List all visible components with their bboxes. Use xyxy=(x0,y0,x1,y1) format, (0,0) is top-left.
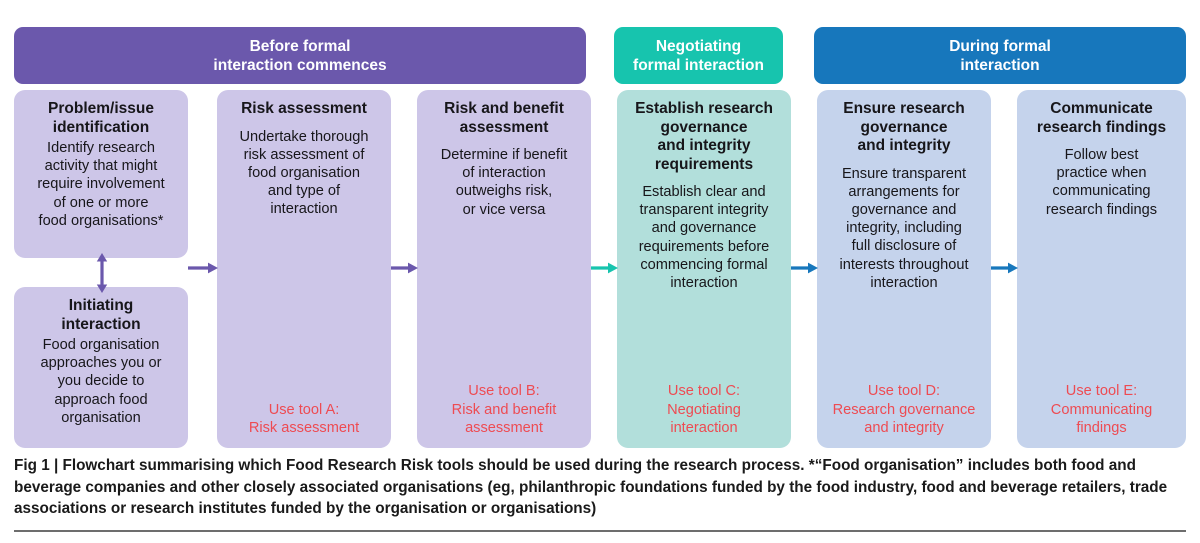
phase-before-formal-interaction-commences: Before formal interaction commences xyxy=(14,27,586,84)
arrow-ensure-to-communicate-icon xyxy=(991,260,1018,276)
phase-label: Before formal interaction commences xyxy=(213,37,387,74)
card-body: Food organisation approaches you or you … xyxy=(40,337,162,426)
phase-label: Negotiating formal interaction xyxy=(633,37,764,74)
card-risk-and-benefit-assessment[interactable]: Risk and benefit assessment Determine if… xyxy=(417,90,591,448)
arrow-establish-to-ensure-icon xyxy=(791,260,818,276)
card-body: Follow best practice when communicating … xyxy=(1045,147,1158,218)
card-establish-research-governance-and-integrity-requirements[interactable]: Establish research governance and integr… xyxy=(617,90,791,448)
arrow-risk-assessment-to-risk-and-benefit-icon xyxy=(391,260,418,276)
caption-bottom-rule xyxy=(14,530,1186,532)
figure-caption: Fig 1 | Flowchart summarising which Food… xyxy=(14,457,1168,517)
card-communicate-research-findings[interactable]: Communicate research findings Follow bes… xyxy=(1017,90,1186,448)
card-title: Initiating interaction xyxy=(61,297,141,333)
phase-label: During formal interaction xyxy=(949,37,1051,74)
card-title: Problem/issue identification xyxy=(48,100,154,136)
card-title: Communicate research findings xyxy=(1036,100,1167,136)
card-initiating-interaction[interactable]: Initiating interaction Food organisation… xyxy=(14,287,188,448)
card-title: Ensure research governance and integrity xyxy=(843,100,965,154)
card-title: Risk and benefit assessment xyxy=(444,100,564,136)
card-title: Risk assessment xyxy=(241,100,367,117)
card-title: Establish research governance and integr… xyxy=(635,100,773,173)
card-problem-issue-identification[interactable]: Problem/issue identification Identify re… xyxy=(14,90,188,258)
phase-header-row: Before formal interaction commences Nego… xyxy=(14,27,1186,84)
card-body: Determine if benefit of interaction outw… xyxy=(440,147,568,218)
card-tool-reference: Use tool A: Risk assessment xyxy=(248,401,360,436)
card-body: Ensure transparent arrangements for gove… xyxy=(839,165,969,291)
card-tool-reference: Use tool C: Negotiating interaction xyxy=(667,383,741,436)
card-tool-reference: Use tool E: Communicating findings xyxy=(1050,383,1153,436)
card-tool-reference: Use tool B: Risk and benefit assessment xyxy=(451,383,557,436)
flow-cards: Problem/issue identification Identify re… xyxy=(14,90,1186,448)
phase-during-formal-interaction: During formal interaction xyxy=(814,27,1186,84)
card-body: Identify research activity that might re… xyxy=(37,140,165,229)
card-body: Undertake thorough risk assessment of fo… xyxy=(239,128,369,218)
phase-negotiating-formal-interaction: Negotiating formal interaction xyxy=(614,27,783,84)
card-body: Establish clear and transparent integrit… xyxy=(638,184,770,292)
card-risk-assessment[interactable]: Risk assessment Undertake thorough risk … xyxy=(217,90,391,448)
card-tool-reference: Use tool D: Research governance and inte… xyxy=(832,383,976,436)
arrow-risk-and-benefit-to-establish-icon xyxy=(591,260,618,276)
arrow-identification-to-risk-assessment-icon xyxy=(188,260,218,276)
card-ensure-research-governance-and-integrity[interactable]: Ensure research governance and integrity… xyxy=(817,90,991,448)
arrow-problem-to-initiating-icon xyxy=(94,253,110,293)
